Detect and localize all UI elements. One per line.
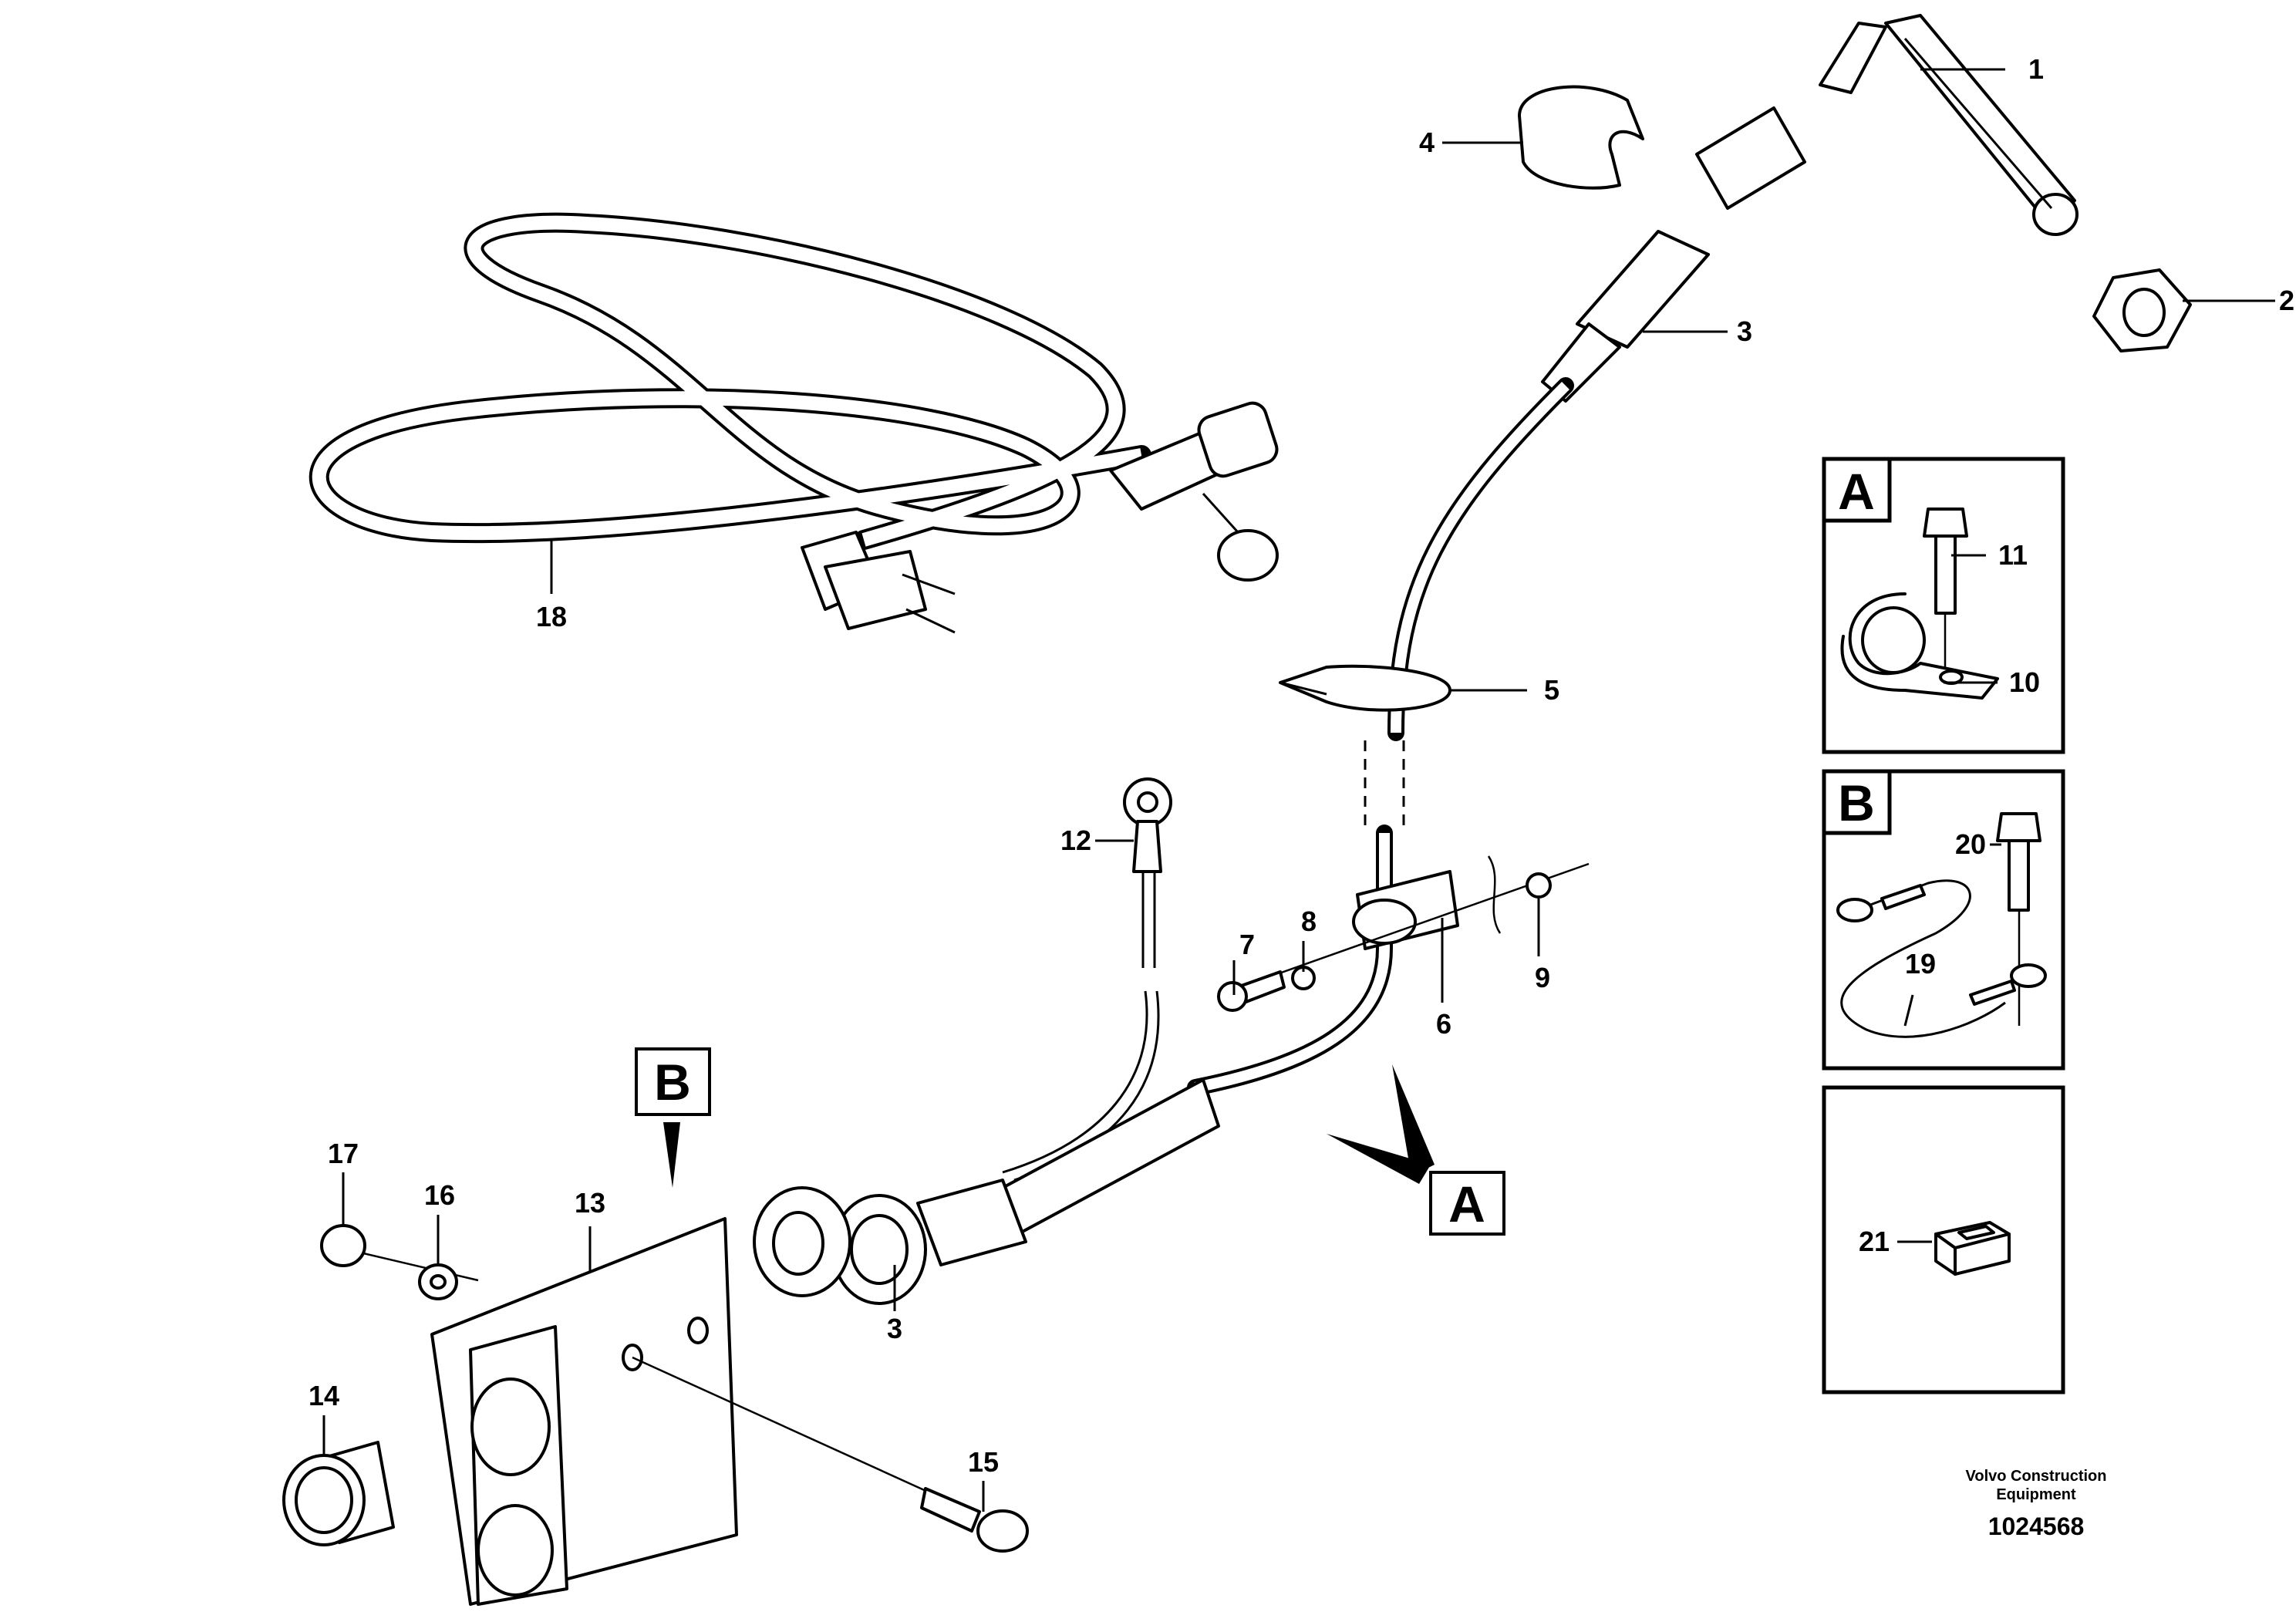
callout-3-upper: 3 (1737, 315, 1752, 347)
callout-13: 13 (575, 1187, 605, 1219)
callout-2: 2 (2279, 285, 2294, 316)
callout-1: 1 (2028, 53, 2044, 85)
callout-10: 10 (2009, 666, 2040, 698)
upper-connector (1541, 230, 1710, 403)
callout-8: 8 (1301, 905, 1317, 937)
leader-lines (322, 68, 2275, 1512)
mounting-plate (430, 1217, 738, 1606)
callout-19: 19 (1905, 948, 1936, 980)
washer-nut (320, 1224, 479, 1300)
power-inlet-socket (753, 1078, 1220, 1305)
view-label-a: A (1448, 1175, 1485, 1233)
callout-21: 21 (1859, 1226, 1890, 1257)
detail-view-21 (1822, 1085, 2065, 1394)
callout-9: 9 (1535, 962, 1550, 993)
heater-element (1695, 14, 2079, 236)
callout-20: 20 (1955, 828, 1986, 860)
credit-line-2: Equipment (1996, 1486, 2076, 1503)
callout-5: 5 (1544, 674, 1559, 706)
callout-7: 7 (1239, 929, 1255, 960)
view-label-b: B (654, 1054, 691, 1111)
view-pointer-b: B (635, 1047, 711, 1188)
ground-lead (1002, 777, 1172, 1182)
document-number: 1024568 (1988, 1512, 2085, 1540)
p-clamp (1840, 592, 1999, 700)
callout-numbers: 1 2 3 4 5 6 7 8 9 10 11 12 13 14 15 16 1… (308, 53, 2294, 1478)
protective-cap (282, 1441, 395, 1546)
callout-3-lower: 3 (887, 1313, 902, 1344)
credit-line-1: Volvo Construction (1966, 1468, 2107, 1485)
clip (1518, 85, 1644, 190)
extension-cable (308, 212, 1279, 634)
callout-17: 17 (328, 1138, 359, 1169)
callout-11: 11 (1998, 539, 2028, 571)
view-pointer-a: A (1327, 1064, 1505, 1236)
tie-strap (1279, 664, 1451, 712)
callout-14: 14 (308, 1380, 339, 1411)
callout-16: 16 (424, 1179, 455, 1211)
callout-6: 6 (1436, 1008, 1451, 1040)
detail-label-b: B (1838, 774, 1875, 831)
bolt-b (1996, 812, 2041, 1026)
gasket (2092, 268, 2192, 352)
callout-4: 4 (1419, 126, 1435, 158)
callout-15: 15 (968, 1446, 999, 1478)
detail-view-a: A (1822, 457, 2065, 754)
callout-12: 12 (1060, 824, 1091, 856)
detail-label-a: A (1838, 463, 1875, 520)
clamp-assembly (1217, 855, 1590, 1012)
credit-block: Volvo Construction Equipment 1024568 (1966, 1468, 2107, 1540)
ground-cable (1836, 879, 2047, 1038)
callout-18: 18 (536, 601, 567, 632)
detail-view-b: B (1822, 769, 2065, 1071)
bolt-a (1923, 508, 1968, 694)
electrical-tape (1934, 1221, 2011, 1276)
screw (632, 1356, 1029, 1553)
